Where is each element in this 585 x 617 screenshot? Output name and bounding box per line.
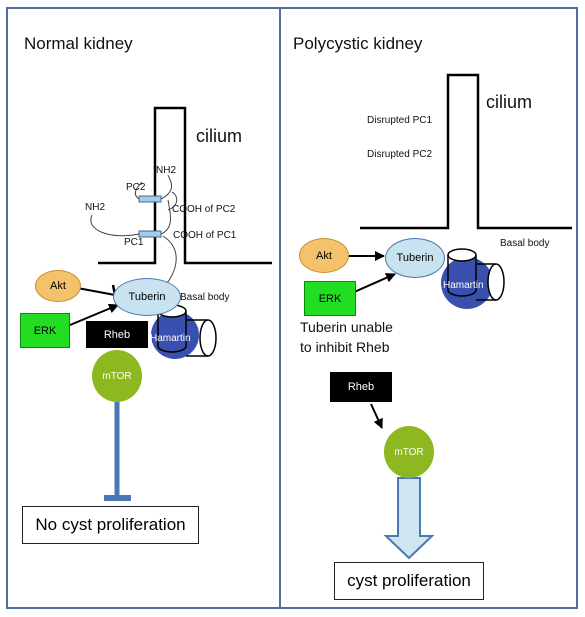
right-erk-node: ERK	[304, 281, 356, 316]
rheb-to-mtor-arrow	[370, 403, 383, 429]
left-erk-arrow	[69, 303, 119, 326]
pc2-segment	[138, 195, 162, 203]
left-panel-title: Normal kidney	[24, 34, 133, 53]
right-tuberin-node: Tuberin	[385, 238, 445, 278]
right-cilium-label: cilium	[486, 92, 533, 112]
left-erk-node: ERK	[20, 313, 70, 348]
cooh-pc2-label: COOH of PC2	[172, 204, 236, 215]
pc1-nh2-label: NH2	[85, 202, 106, 213]
pc2-tail-curve	[160, 174, 173, 200]
pc1-nh2-curve	[90, 214, 140, 237]
left-hamartin-circle	[151, 311, 199, 359]
right-basal-body-cylinder	[447, 248, 505, 301]
note-line-1: Tuberin unable	[300, 319, 393, 335]
left-basal-body-label: Basal body	[180, 292, 230, 303]
right-cilium-outline	[360, 73, 572, 230]
right-hamartin-circle	[441, 257, 493, 309]
right-hamartin-label: Hamartin	[443, 280, 484, 291]
disrupted-pc2-label: Disrupted PC2	[367, 149, 433, 160]
right-rheb-node: Rheb	[330, 372, 392, 402]
right-basal-body-label: Basal body	[500, 238, 550, 249]
right-outcome-box: cyst proliferation	[334, 562, 484, 600]
right-panel-frame	[279, 7, 578, 609]
left-cilium-outline	[98, 106, 272, 265]
right-akt-node: Akt	[299, 238, 349, 273]
right-panel-title: Polycystic kidney	[293, 34, 423, 53]
pc1-tail-curve	[160, 199, 171, 235]
left-tuberin-node: Tuberin	[113, 278, 181, 316]
pc1-label: PC1	[124, 237, 144, 248]
disrupted-pc1-label: Disrupted PC1	[367, 115, 433, 126]
proliferation-arrow	[383, 477, 435, 560]
pc2-nh2-label: NH2	[156, 165, 177, 176]
left-rheb-node: Rheb	[86, 321, 148, 348]
left-akt-node: Akt	[35, 270, 81, 302]
pc2-nh2-curve	[134, 181, 143, 200]
cooh-loop-curve	[167, 191, 178, 211]
right-mtor-node: mTOR	[384, 426, 434, 478]
left-hamartin-label: Hamartin	[150, 333, 191, 344]
left-mtor-node: mTOR	[92, 350, 142, 402]
note-line-2: to inhibit Rheb	[300, 339, 390, 355]
pc2-label: PC2	[126, 182, 146, 193]
pc1-to-tuberin-curve	[162, 235, 177, 286]
left-cilium-label: cilium	[196, 126, 243, 146]
left-outcome-box: No cyst proliferation	[22, 506, 199, 544]
cooh-pc1-label: COOH of PC1	[173, 230, 237, 241]
right-erk-arrow	[351, 273, 396, 294]
